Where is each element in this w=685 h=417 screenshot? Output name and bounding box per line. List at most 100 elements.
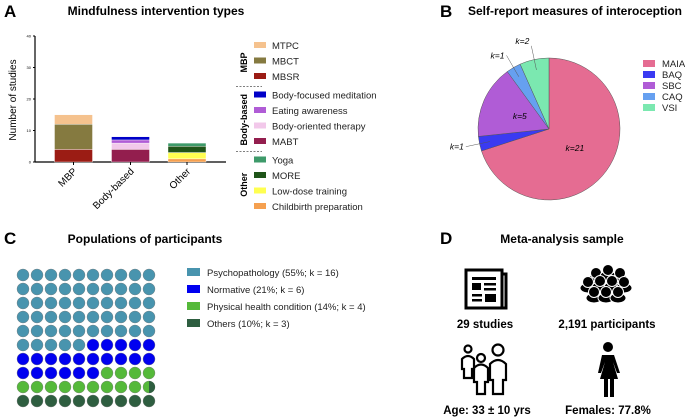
- age-stat: Age: 33 ± 10 yrs: [443, 405, 531, 417]
- waffle-cell: [30, 366, 44, 380]
- bar-segment-more: [167, 146, 207, 153]
- waffle-cell: [58, 310, 72, 324]
- family-icon: [460, 343, 508, 396]
- waffle-cell: [128, 394, 142, 408]
- legend-item: MORE: [272, 171, 301, 182]
- waffle-cell: [16, 282, 30, 296]
- bar-segment-childbirth-preparation: [167, 158, 207, 163]
- panel-c-title: Populations of participants: [68, 232, 223, 246]
- waffle-cell: [128, 324, 142, 338]
- waffle-cell: [114, 268, 128, 282]
- legend-item: MABT: [272, 137, 299, 148]
- waffle-cell: [86, 380, 100, 394]
- legend-item: Normative (21%; k = 6): [207, 285, 304, 296]
- pie-label: k=1: [491, 50, 505, 60]
- legend-item: Physical health condition (14%; k = 4): [207, 302, 366, 313]
- pie-label: k=5: [513, 111, 527, 121]
- waffle-cell: [72, 338, 86, 352]
- waffle-chart: [16, 268, 156, 408]
- waffle-cell: [16, 338, 30, 352]
- waffle-cell: [128, 310, 142, 324]
- legend-item: SBC: [662, 81, 682, 92]
- panel-a-label: A: [4, 2, 16, 21]
- legend-swatch: [254, 107, 266, 113]
- waffle-cell: [86, 352, 100, 366]
- waffle-cell: [114, 394, 128, 408]
- waffle-cell: [72, 296, 86, 310]
- legend-swatch: [254, 187, 266, 194]
- waffle-cell: [16, 268, 30, 282]
- pie-slice-maia: [481, 57, 621, 201]
- bar-segment-mtpc: [54, 114, 93, 125]
- y-tick-label: 20: [27, 97, 32, 102]
- legend-group-label: Other: [239, 172, 249, 197]
- waffle-cell: [86, 282, 100, 296]
- waffle-cell: [16, 380, 30, 394]
- waffle-cell: [114, 296, 128, 310]
- waffle-cell: [86, 338, 100, 352]
- waffle-cell: [128, 380, 142, 394]
- waffle-cell: [30, 380, 44, 394]
- waffle-cell: [30, 310, 44, 324]
- bar-segment-mbct: [54, 123, 93, 150]
- waffle-cell: [72, 380, 86, 394]
- pie-leader-line: [506, 55, 520, 77]
- waffle-cell: [142, 366, 156, 380]
- legend-item: MAIA: [662, 59, 685, 70]
- waffle-cell: [72, 282, 86, 296]
- legend-swatch: [643, 104, 655, 111]
- waffle-cell: [100, 296, 114, 310]
- panel-d-title: Meta-analysis sample: [500, 232, 624, 246]
- bar-segment-yoga: [167, 142, 207, 147]
- waffle-cell: [16, 352, 30, 366]
- bar-segment-body-focused-meditation: [111, 136, 150, 141]
- legend-swatch: [643, 82, 655, 89]
- waffle-cell: [114, 352, 128, 366]
- waffle-cell: [44, 282, 58, 296]
- pie-chart: k=21k=1k=5k=1k=2: [450, 36, 621, 201]
- pie-slice-sbc: [477, 71, 550, 137]
- pie-leader-line: [465, 141, 491, 147]
- waffle-cell: [100, 380, 114, 394]
- legend-swatch: [254, 73, 266, 79]
- waffle-cell: [142, 296, 156, 310]
- waffle-cell: [142, 268, 156, 282]
- panel-b-title: Self-report measures of interoception: [468, 4, 682, 18]
- waffle-cell: [100, 324, 114, 338]
- x-tick-label: Body-based: [91, 166, 137, 212]
- waffle-cell: [100, 366, 114, 380]
- waffle-cell: [72, 268, 86, 282]
- waffle-cell: [16, 366, 30, 380]
- crowd-person-head: [594, 275, 606, 287]
- crowd-person-head: [600, 286, 612, 298]
- legend-swatch: [187, 302, 200, 310]
- newspaper-icon: [464, 268, 508, 310]
- waffle-cell: [86, 268, 100, 282]
- studies-count: 29 studies: [457, 319, 513, 331]
- waffle-cell: [142, 338, 156, 352]
- waffle-cell: [128, 352, 142, 366]
- waffle-cell: [72, 394, 86, 408]
- waffle-cell: [58, 338, 72, 352]
- waffle-cell: [44, 324, 58, 338]
- waffle-cell: [72, 324, 86, 338]
- waffle-cell-split: [149, 381, 155, 393]
- legend-swatch: [254, 203, 266, 209]
- legend-item: BAQ: [662, 70, 682, 81]
- legend-group-label: Body-based: [239, 94, 249, 146]
- waffle-cell: [72, 352, 86, 366]
- waffle-cell: [16, 324, 30, 338]
- waffle-cell: [30, 352, 44, 366]
- waffle-cell: [86, 310, 100, 324]
- waffle-cell: [58, 296, 72, 310]
- waffle-cell: [72, 366, 86, 380]
- legend-item: VSI: [662, 103, 677, 114]
- legend-swatch: [187, 285, 200, 293]
- waffle-cell: [142, 352, 156, 366]
- legend-swatch: [643, 71, 655, 78]
- crowd-person-head: [588, 286, 600, 298]
- pie-label: k=1: [450, 142, 464, 152]
- waffle-cell: [142, 282, 156, 296]
